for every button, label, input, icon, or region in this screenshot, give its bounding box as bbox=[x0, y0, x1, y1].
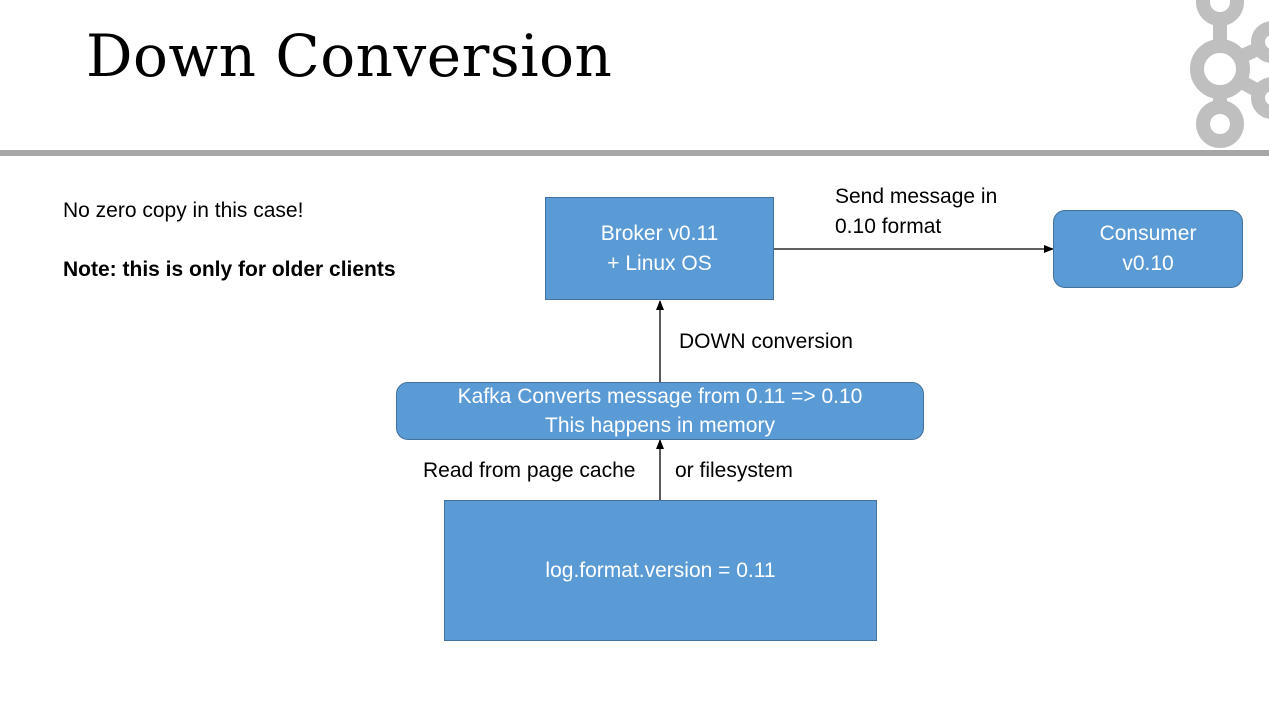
broker-label-line1: Broker v0.11 bbox=[600, 221, 719, 245]
send-message-label: Send message in 0.10 format bbox=[835, 182, 997, 242]
kafka-logo-icon bbox=[1190, 0, 1269, 148]
send-message-line2: 0.10 format bbox=[835, 215, 942, 238]
consumer-label-line2: v0.10 bbox=[1122, 252, 1174, 275]
log-format-label: log.format.version = 0.11 bbox=[545, 558, 776, 582]
converter-label-line1: Kafka Converts message from 0.11 => 0.10 bbox=[457, 385, 863, 408]
consumer-box: Consumer v0.10 bbox=[1053, 210, 1243, 288]
read-page-cache-label: Read from page cache bbox=[423, 459, 636, 482]
title-divider bbox=[0, 150, 1269, 156]
read-filesystem-label: or filesystem bbox=[675, 459, 793, 482]
slide-title: Down Conversion bbox=[86, 22, 613, 90]
broker-box: Broker v0.11 + Linux OS bbox=[545, 197, 774, 300]
down-conversion-label: DOWN conversion bbox=[679, 330, 853, 353]
note-older-clients: Note: this is only for older clients bbox=[63, 258, 396, 281]
converter-box: Kafka Converts message from 0.11 => 0.10… bbox=[396, 382, 924, 440]
send-message-line1: Send message in bbox=[835, 185, 998, 208]
log-format-box: log.format.version = 0.11 bbox=[444, 500, 877, 641]
broker-label-line2: + Linux OS bbox=[607, 251, 712, 275]
converter-label-line2: This happens in memory bbox=[545, 414, 775, 437]
note-no-zero-copy: No zero copy in this case! bbox=[63, 199, 304, 222]
consumer-label-line1: Consumer bbox=[1099, 222, 1197, 245]
